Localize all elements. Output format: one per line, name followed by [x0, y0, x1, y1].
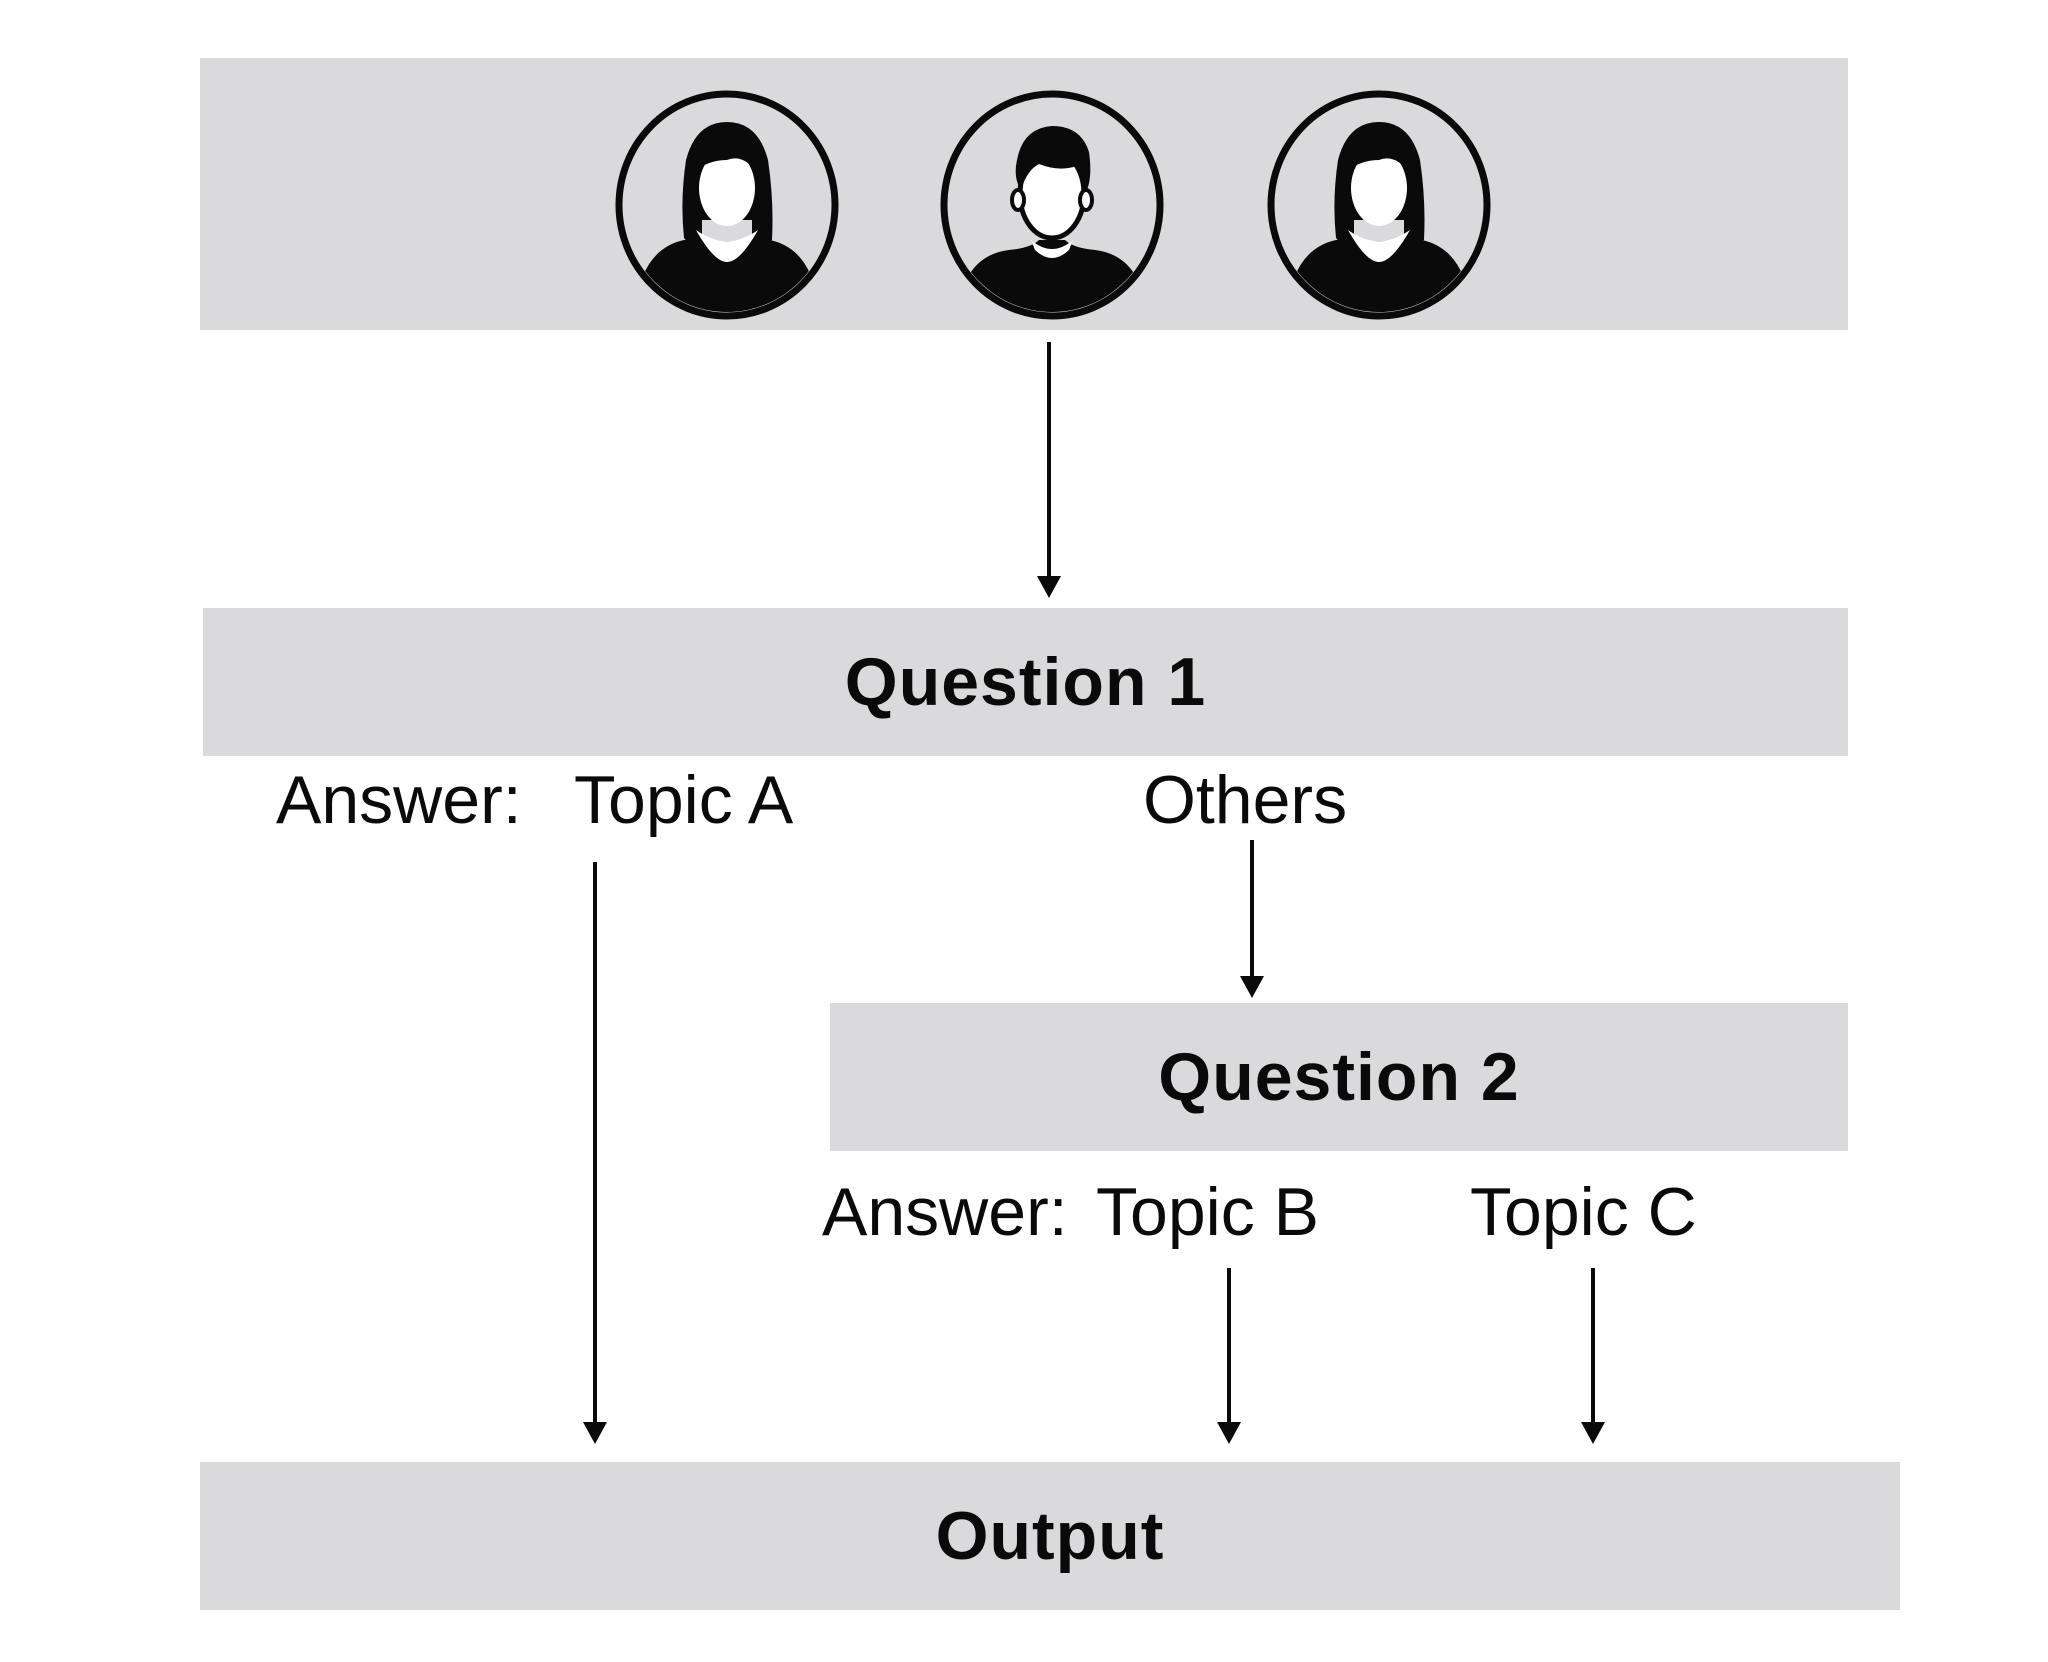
question-1-label: Question 1	[844, 644, 1207, 720]
question-2-box: Question 2	[830, 1003, 1848, 1151]
q2-answer-prefix: Answer:	[822, 1174, 1068, 1250]
arrow-topic-a-to-output	[583, 862, 607, 1444]
woman-avatar-icon	[615, 90, 839, 320]
arrow-participants-to-question-1	[1037, 342, 1061, 598]
q1-topic-a-label: Topic A	[574, 762, 794, 838]
output-box: Output	[200, 1462, 1900, 1610]
q2-topic-c-label: Topic C	[1470, 1174, 1697, 1250]
q2-topic-b-label: Topic B	[1096, 1174, 1319, 1250]
man-avatar-icon	[940, 90, 1164, 320]
q1-others-label: Others	[1143, 762, 1348, 838]
arrow-topic-c-to-output	[1581, 1268, 1605, 1444]
woman-avatar-icon	[1267, 90, 1491, 320]
question-1-box: Question 1	[203, 608, 1848, 756]
output-label: Output	[935, 1498, 1165, 1574]
q1-answer-prefix: Answer:	[276, 762, 522, 838]
arrow-others-to-question-2	[1240, 840, 1264, 998]
question-2-label: Question 2	[1158, 1039, 1520, 1115]
arrow-topic-b-to-output	[1217, 1268, 1241, 1444]
